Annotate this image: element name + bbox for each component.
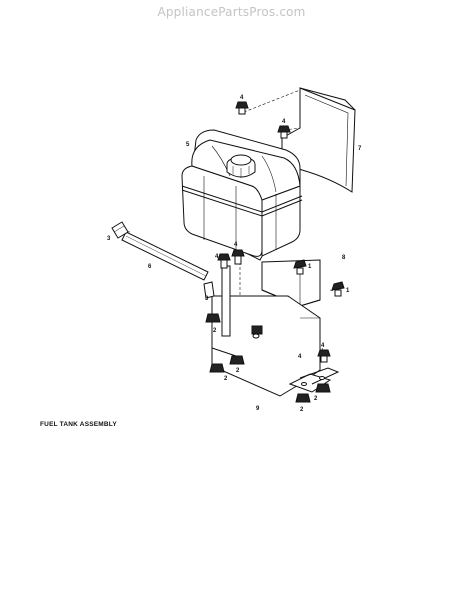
bolt-top-b: [277, 125, 291, 139]
callout-nut-d: 2: [300, 407, 304, 413]
callout-bracket-main: 9: [256, 406, 260, 412]
bolt-set: [217, 101, 345, 363]
callout-fitting-mid: 3: [205, 296, 209, 302]
upper-bracket: [261, 259, 321, 307]
watermark: AppliancePartsPros.com: [157, 5, 306, 19]
callout-nut-a: 2: [213, 328, 217, 334]
callout-bolt-top-a: 4: [240, 95, 244, 101]
fuel-tank: [181, 129, 303, 261]
callout-fuel-line: 6: [148, 264, 152, 270]
callout-tank: 5: [186, 142, 190, 148]
callout-washer-b: 1: [346, 288, 350, 294]
callout-nut-e: 2: [314, 396, 318, 402]
callout-bolt-mid-b: 4: [234, 242, 238, 248]
main-bracket: [211, 265, 340, 397]
fitting-left: [111, 221, 129, 239]
callout-bolt-foot: 4: [321, 343, 325, 349]
bolt-foot: [317, 349, 331, 363]
bolt-top-a: [235, 101, 249, 115]
fuel-line: [121, 231, 209, 281]
callout-bolt-top-b: 4: [282, 119, 286, 125]
nut-set: [205, 313, 331, 403]
callout-panel: 7: [358, 146, 362, 152]
fitting-mid: [203, 281, 215, 299]
bolt-right: [293, 259, 307, 275]
bolt-right-b: [331, 281, 345, 297]
callout-fitting-left: 3: [107, 236, 111, 242]
bolt-mid-a: [217, 253, 231, 269]
bolt-inner: [251, 325, 263, 335]
callout-bracket-top: 8: [342, 255, 346, 261]
callout-nut-c: 2: [236, 368, 240, 374]
callout-washer-a: 1: [308, 264, 312, 270]
callout-bolt-mid-a: 4: [215, 254, 219, 260]
callout-bolt-right: 4: [298, 354, 302, 360]
bolt-mid-b: [231, 249, 245, 265]
diagram-caption: FUEL TANK ASSEMBLY: [40, 421, 117, 428]
callout-nut-b: 2: [224, 376, 228, 382]
